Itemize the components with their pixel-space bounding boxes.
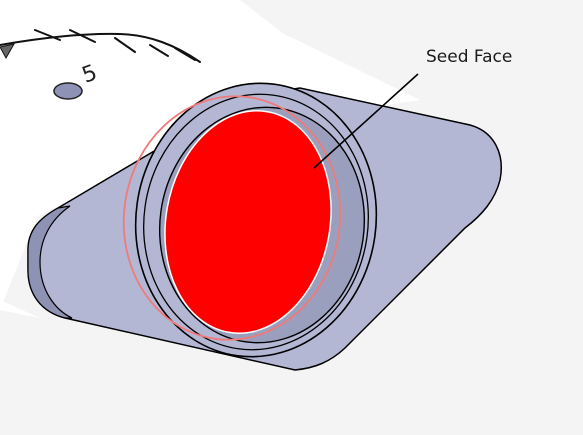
- bore-chamfer-edge: [143, 93, 369, 351]
- selection-outline: [122, 95, 342, 341]
- embossed-slot-feature: [53, 82, 83, 100]
- callout-label: Seed Face: [426, 47, 512, 67]
- model-white-surface-lower: [0, 0, 330, 310]
- callout-leader-line: [313, 73, 419, 169]
- seed-face[interactable]: [148, 97, 348, 346]
- part-left-end: [27, 205, 73, 319]
- dimension-arrow-icon: [0, 43, 15, 60]
- dimension-sketch-strokes: [0, 29, 201, 63]
